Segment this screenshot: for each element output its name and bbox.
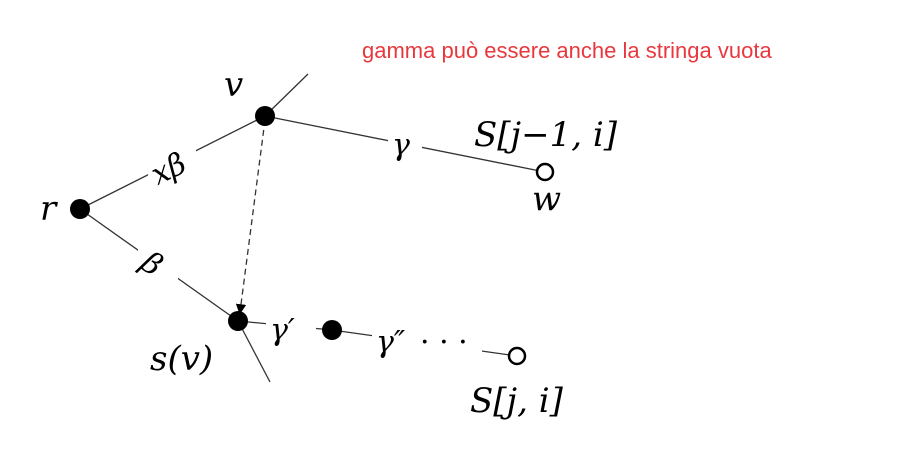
node-middle <box>322 320 342 340</box>
suffix-link-arrow <box>235 119 266 315</box>
edge-v-up <box>264 73 309 117</box>
node-w <box>535 162 555 182</box>
node-v <box>255 106 275 126</box>
label-s-j1-i: S[j−1, i] <box>474 115 618 155</box>
label-bg-xbeta <box>148 143 196 185</box>
edge-sv-down <box>237 320 271 383</box>
label-bg-beta <box>138 248 178 286</box>
edge-label-gamma: γ <box>392 128 410 163</box>
node-leaf-s-j-i <box>507 346 527 366</box>
label-bg-gamma-dprime <box>372 322 482 362</box>
label-s-v: s(v) <box>150 339 213 379</box>
edge-label-gamma-dprime: γ″ <box>376 325 406 360</box>
edge-label-gamma-prime: γ′ <box>270 313 295 348</box>
label-v: v <box>224 65 243 105</box>
label-w: w <box>532 179 561 219</box>
node-s-v <box>228 311 248 331</box>
label-r: r <box>40 189 58 229</box>
label-s-j-i: S[j, i] <box>470 381 564 421</box>
red-annotation-note: gamma può essere anche la stringa vuota <box>362 38 772 63</box>
label-bg-gamma <box>388 126 422 164</box>
node-r <box>70 199 90 219</box>
label-bg-gamma-prime <box>266 308 316 348</box>
edge-label-ellipsis: · · · <box>420 325 468 360</box>
